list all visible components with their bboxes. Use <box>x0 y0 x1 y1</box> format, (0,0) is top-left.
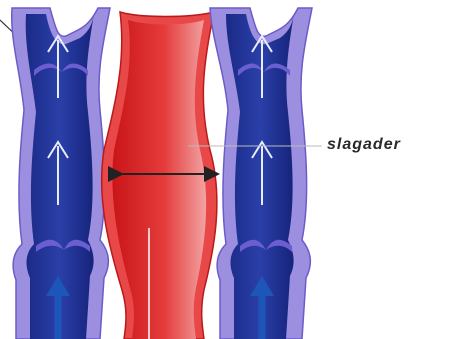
vein-left <box>12 8 110 339</box>
artery <box>102 12 217 339</box>
artery-label: slagader <box>327 136 401 154</box>
vein-right <box>210 8 312 339</box>
